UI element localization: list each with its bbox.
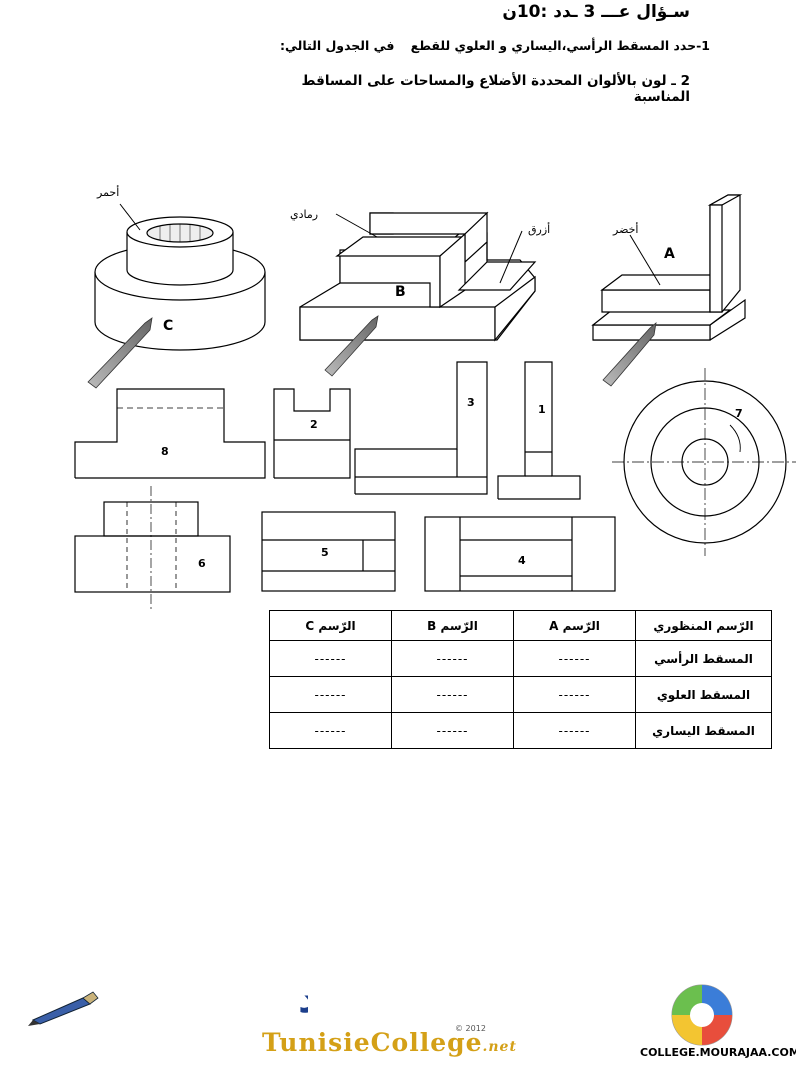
cell-input[interactable]: ------	[391, 676, 514, 713]
logo-main-text: TunisieCollege	[262, 1028, 483, 1057]
pen-icon	[28, 991, 99, 1026]
view-1	[497, 361, 581, 500]
mourajaa-url: COLLEGE.MOURAJAA.COM	[640, 1046, 796, 1059]
cell-input[interactable]: ------	[269, 676, 392, 713]
view-4	[424, 516, 616, 592]
view-2	[273, 388, 351, 479]
view-4-number: 4	[518, 554, 526, 567]
question-2: 2 ـ لون بالألوان المحددة الأضلاع والمساح…	[301, 73, 690, 105]
part-c-drawing	[87, 203, 266, 389]
view-7-number: 7	[735, 407, 743, 420]
copyright: © 2012	[455, 1024, 486, 1033]
view-3	[354, 361, 488, 495]
view-1-number: 1	[538, 403, 546, 416]
arrow-b	[324, 315, 379, 377]
arrow-a	[602, 322, 657, 387]
question-1-text: 1-حدد المسقط الرأسي،اليساري و العلوي للق…	[410, 38, 710, 53]
tunisiecollege-logo: TunisieCollege.net	[262, 1028, 517, 1057]
good-luck-signature: حظ سعيد	[28, 976, 308, 1026]
table-row: ------ ------ ------ المسقط اليساري	[269, 712, 772, 749]
table-row: ------ ------ ------ المسقط الرأسي	[269, 640, 772, 677]
view-7	[612, 368, 796, 556]
view-5-number: 5	[321, 546, 329, 559]
cell-input[interactable]: ------	[513, 712, 636, 749]
cell-input[interactable]: ------	[513, 640, 636, 677]
view-5	[261, 511, 396, 592]
table-row: ------ ------ ------ المسقط العلوي	[269, 676, 772, 713]
row-label: المسقط اليساري	[635, 712, 772, 749]
view-6	[74, 486, 231, 609]
question-title: سـؤال عـــ 3 ـدد :10ن	[502, 2, 690, 22]
header-corner: الرّسم المنظوري	[635, 610, 772, 641]
drawings: أحمر C رمادي أزرق B أخضر A	[74, 185, 796, 609]
view-3-number: 3	[467, 396, 475, 409]
view-2-number: 2	[310, 418, 318, 431]
header-col-a: الرّسم A	[513, 610, 636, 641]
view-8	[74, 388, 266, 479]
view-8-number: 8	[161, 445, 169, 458]
row-label: المسقط الرأسي	[635, 640, 772, 677]
cell-input[interactable]: ------	[513, 676, 636, 713]
cell-input[interactable]: ------	[269, 712, 392, 749]
label-part-b: B	[395, 284, 406, 300]
signature-text: حظ سعيد	[298, 976, 308, 1022]
arrow-c	[87, 317, 153, 389]
part-b-drawing	[299, 211, 537, 377]
label-part-c: C	[163, 318, 173, 334]
question-1-suffix: في الجدول التالي:	[280, 38, 395, 53]
table-header-row: الرّسم C الرّسم B الرّسم A الرّسم المنظو…	[269, 610, 772, 641]
label-blue: أزرق	[528, 222, 550, 236]
cell-input[interactable]: ------	[269, 640, 392, 677]
views-table: الرّسم C الرّسم B الرّسم A الرّسم المنظو…	[269, 610, 772, 749]
label-gray: رمادي	[290, 208, 318, 221]
label-green: أخضر	[612, 222, 638, 236]
header-col-b: الرّسم B	[391, 610, 514, 641]
mourajaa-logo-icon	[671, 984, 733, 1046]
cell-input[interactable]: ------	[391, 640, 514, 677]
logo-ext-text: .net	[482, 1039, 517, 1055]
label-red: أحمر	[96, 185, 119, 199]
header-col-c: الرّسم C	[269, 610, 392, 641]
part-a-drawing	[591, 194, 746, 387]
label-part-a: A	[664, 246, 675, 262]
view-6-number: 6	[198, 557, 206, 570]
cell-input[interactable]: ------	[391, 712, 514, 749]
row-label: المسقط العلوي	[635, 676, 772, 713]
